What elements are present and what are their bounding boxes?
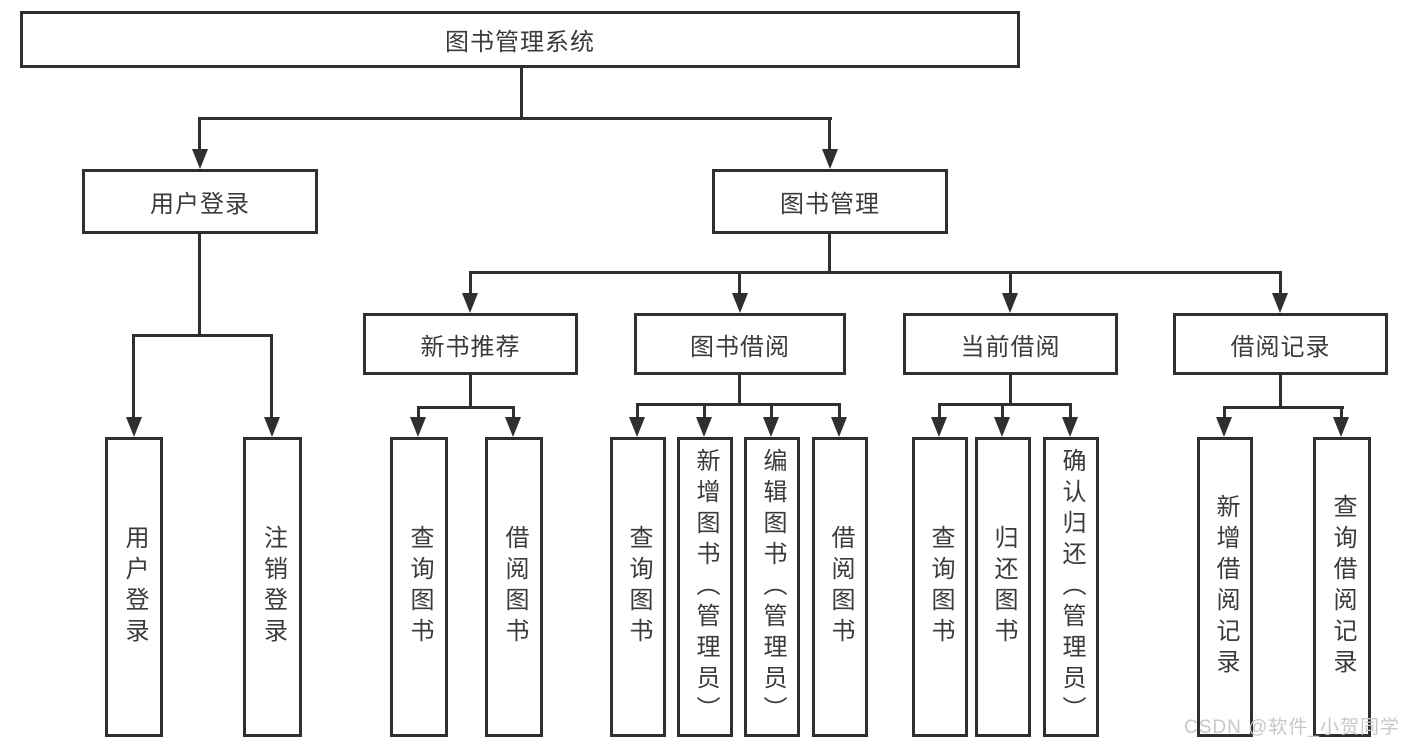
arrow-down-icon [831,417,847,437]
connector-drop-leaf [1340,406,1343,419]
connector-user-login-stem [198,233,201,336]
node-user-login: 用户登录 [82,169,318,234]
node-current-borrowing: 当前借阅 [903,313,1118,375]
node-root: 图书管理系统 [20,11,1020,68]
connector-drop-leaf [1001,403,1004,419]
node-book-management: 图书管理 [712,169,948,234]
leaf-return-books-label: 归还图书 [990,525,1017,649]
arrow-down-icon [696,417,712,437]
leaf-confirm-return-admin-label: 确认归还（管理员） [1058,447,1085,727]
connector-drop-leaf [1069,403,1072,419]
leaf-query-books-recommend: 查询图书 [390,437,448,737]
connector-drop-leaf [938,403,941,419]
leaf-add-books-admin: 新增图书（管理员） [677,437,733,737]
connector-user-login-rail [132,334,273,337]
connector-book-management-rail [469,271,1282,274]
connector-stem [738,373,741,406]
connector-drop-leaf [417,406,420,419]
connector-drop-leaf [636,403,639,419]
node-new-book-recommendation: 新书推荐 [363,313,578,375]
node-root-label: 图书管理系统 [445,29,595,56]
node-current-borrowing-label: 当前借阅 [960,333,1061,361]
node-borrowing-records-label: 借阅记录 [1230,333,1331,361]
connector-stem [469,373,472,409]
arrow-down-icon [192,149,208,169]
arrow-down-icon [629,417,645,437]
connector-rail [417,406,515,409]
leaf-borrow-books-recommend-label: 借阅图书 [501,525,528,649]
arrow-down-icon [732,293,748,313]
arrow-down-icon [264,417,280,437]
leaf-user-login-label: 用户登录 [121,525,148,649]
connector-rail [938,403,1072,406]
leaf-borrow-books: 借阅图书 [812,437,868,737]
leaf-borrow-books-label: 借阅图书 [827,525,854,649]
leaf-query-borrow-record-label: 查询借阅记录 [1329,494,1356,680]
connector-drop-node [738,271,741,295]
connector-root-stem [520,67,523,119]
arrow-down-icon [1062,417,1078,437]
connector-root-rail [198,117,832,120]
leaf-user-login: 用户登录 [105,437,163,737]
connector-rail [1223,406,1344,409]
leaf-query-books-borrow-label: 查询图书 [625,525,652,649]
connector-stem [1009,373,1012,406]
arrow-down-icon [763,417,779,437]
connector-drop-leaf [838,403,841,419]
node-book-management-label: 图书管理 [780,191,880,218]
leaf-query-books-current: 查询图书 [912,437,968,737]
leaf-add-borrow-record: 新增借阅记录 [1197,437,1253,737]
arrow-down-icon [931,417,947,437]
leaf-query-borrow-record: 查询借阅记录 [1313,437,1371,737]
arrow-down-icon [505,417,521,437]
arrow-down-icon [994,417,1010,437]
connector-drop-user-login [198,117,201,151]
leaf-query-books-current-label: 查询图书 [927,525,954,649]
leaf-logout: 注销登录 [243,437,302,737]
connector-drop-book-management [828,117,831,151]
arrow-down-icon [1272,293,1288,313]
leaf-query-books-borrow: 查询图书 [610,437,666,737]
leaf-edit-books-admin: 编辑图书（管理员） [744,437,800,737]
leaf-add-books-admin-label: 新增图书（管理员） [692,447,719,727]
connector-drop-leaf [1223,406,1226,419]
connector-book-management-stem [828,233,831,274]
connector-drop-node [1009,271,1012,295]
arrow-down-icon [822,149,838,169]
leaf-confirm-return-admin: 确认归还（管理员） [1043,437,1099,737]
connector-rail [636,403,841,406]
node-book-borrowing: 图书借阅 [634,313,846,375]
leaf-query-books-recommend-label: 查询图书 [406,525,433,649]
node-new-book-recommendation-label: 新书推荐 [420,333,521,361]
leaf-add-borrow-record-label: 新增借阅记录 [1212,494,1239,680]
arrow-down-icon [1002,293,1018,313]
connector-drop-leaf [703,403,706,419]
leaf-logout-label: 注销登录 [259,525,287,649]
watermark: CSDN @软件_小贺同学 [1184,717,1400,738]
node-user-login-label: 用户登录 [150,191,250,218]
leaf-borrow-books-recommend: 借阅图书 [485,437,543,737]
connector-drop-node [469,271,472,295]
connector-drop-leaf [512,406,515,419]
arrow-down-icon [410,417,426,437]
connector-drop-leaf [132,334,135,419]
connector-stem [1279,373,1282,409]
connector-drop-node [1279,271,1282,295]
arrow-down-icon [126,417,142,437]
arrow-down-icon [462,293,478,313]
arrow-down-icon [1216,417,1232,437]
node-book-borrowing-label: 图书借阅 [690,333,790,361]
arrow-down-icon [1333,417,1349,437]
leaf-edit-books-admin-label: 编辑图书（管理员） [759,447,786,727]
leaf-return-books: 归还图书 [975,437,1031,737]
connector-drop-leaf [770,403,773,419]
node-borrowing-records: 借阅记录 [1173,313,1388,375]
connector-drop-leaf [270,334,273,419]
